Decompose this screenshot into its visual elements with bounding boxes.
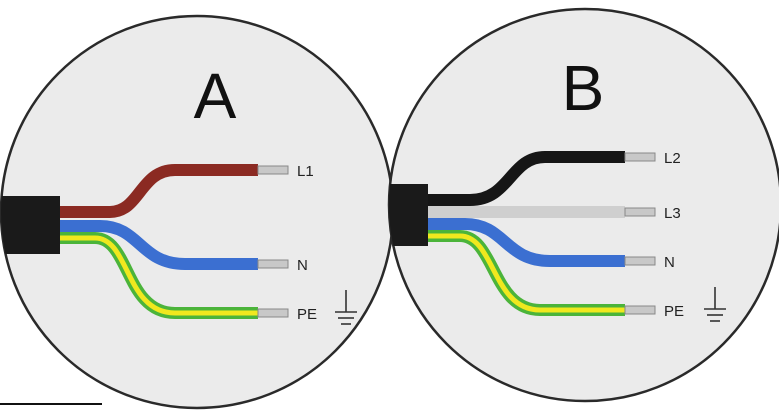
- panel-b-wires: [389, 151, 656, 316]
- wire-b-n: [420, 218, 625, 267]
- label-b-pe: PE: [664, 303, 684, 320]
- label-a-pe: PE: [297, 306, 317, 323]
- conductor-tip-b-n: [624, 256, 656, 266]
- conductor-tip-b-l3: [624, 207, 656, 217]
- wire-a-l1: [55, 164, 258, 218]
- ground-symbol-icon: [704, 287, 726, 322]
- label-a-n: N: [297, 257, 308, 274]
- panel-a-letter: A: [194, 60, 237, 132]
- cable-sheath-b: [389, 184, 428, 246]
- ground-symbol-icon: [335, 290, 357, 325]
- wire-b-pe-stripe: [420, 233, 625, 313]
- label-a-l1: L1: [297, 163, 314, 180]
- label-b-n: N: [664, 254, 675, 271]
- conductor-tip-b-pe: [624, 305, 656, 315]
- wire-b-l2: [420, 151, 625, 206]
- wire-a-n: [55, 220, 258, 270]
- wire-a-pe-stripe: [55, 235, 258, 316]
- label-b-l2: L2: [664, 150, 681, 167]
- cable-sheath-a: [1, 196, 60, 254]
- label-b-l3: L3: [664, 205, 681, 222]
- conductor-tip-a-l1: [257, 165, 289, 175]
- conductor-tip-a-pe: [257, 308, 289, 318]
- conductor-tip-a-n: [257, 259, 289, 269]
- panel-b-letter: B: [562, 52, 605, 124]
- conductor-tip-b-l2: [624, 152, 656, 162]
- panel-a-wires: [1, 164, 289, 319]
